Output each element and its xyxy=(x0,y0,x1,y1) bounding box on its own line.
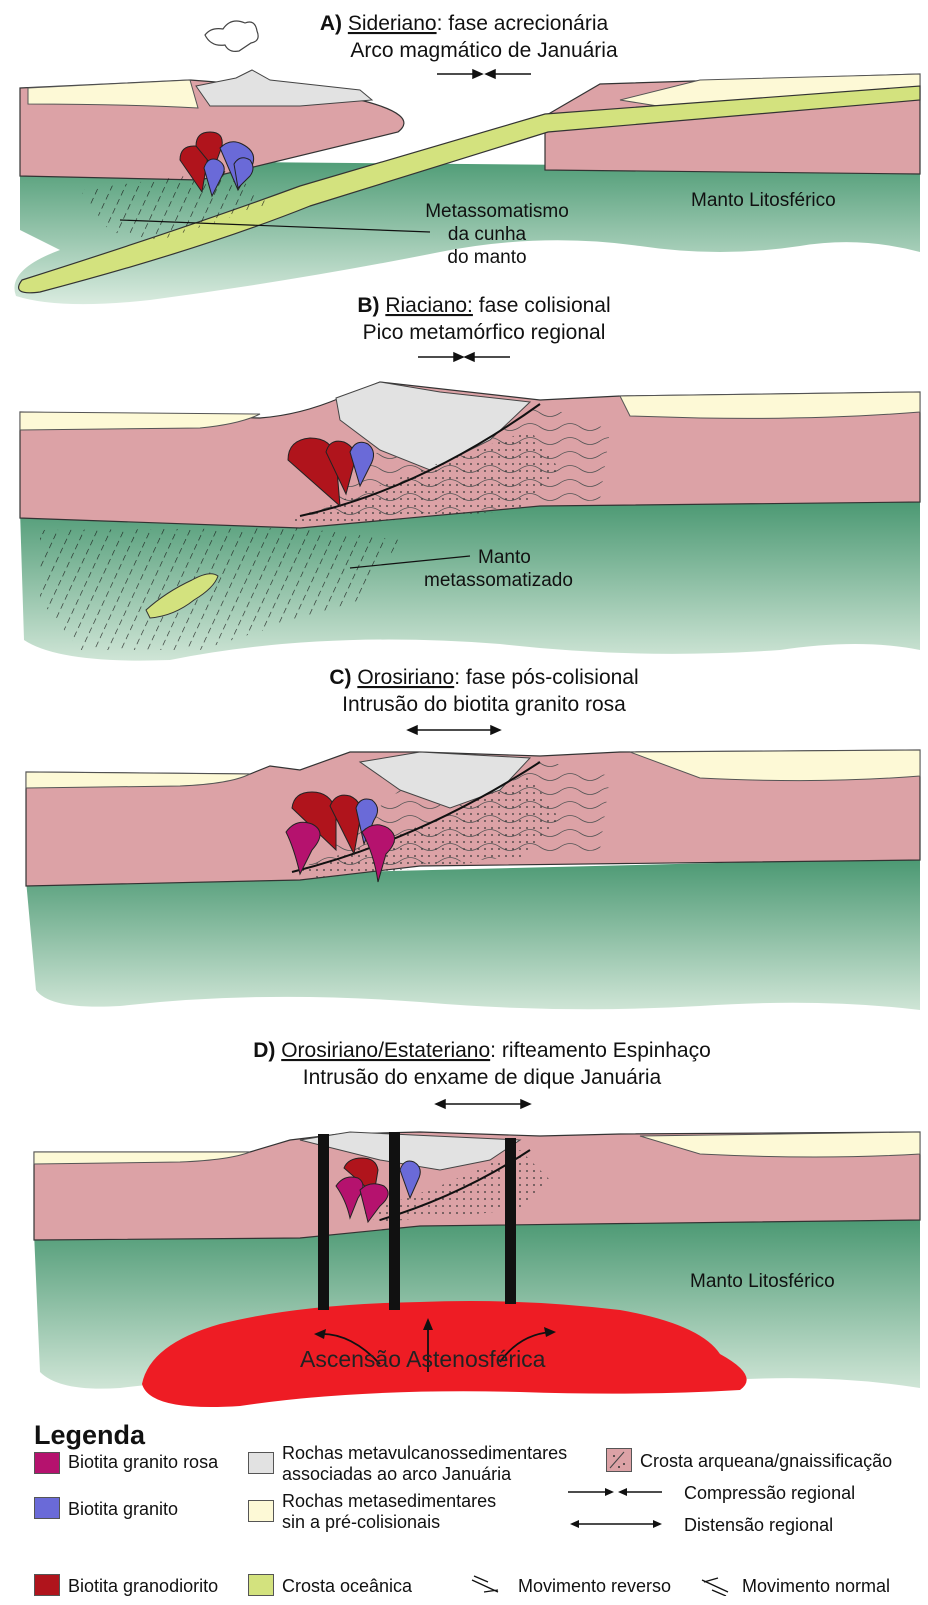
compression-arrows-a xyxy=(437,70,531,78)
legend-extension: Distensão regional xyxy=(684,1515,833,1535)
legend-pink-granite: Biotita granito rosa xyxy=(68,1452,218,1472)
reverse-fault-icon xyxy=(470,1574,502,1596)
swatch-granodiorite xyxy=(34,1574,60,1596)
panel-b-subtitle: Pico metamórfico regional xyxy=(363,321,606,344)
panel-a: A) Sideriano: fase acrecionária Arco mag… xyxy=(14,12,920,304)
label-metassomatismo-2: da cunha xyxy=(448,224,527,245)
legend-granodiorite: Biotita granodiorito xyxy=(68,1576,218,1596)
swatch-metavolc xyxy=(248,1452,274,1474)
swatch-archean-crust xyxy=(606,1448,632,1472)
label-metassomatismo-3: do manto xyxy=(447,247,526,268)
panel-a-title: A) Sideriano: fase acrecionária xyxy=(320,12,609,35)
label-manto-b-2: metassomatizado xyxy=(424,570,573,591)
volcanic-cloud xyxy=(205,21,258,51)
metasediment-b-right xyxy=(620,392,920,418)
swatch-metasediment xyxy=(248,1500,274,1522)
extension-icon xyxy=(566,1516,666,1532)
legend-granite: Biotita granito xyxy=(68,1499,178,1519)
legend-compression: Compressão regional xyxy=(684,1483,855,1503)
legend-reverse: Movimento reverso xyxy=(518,1576,671,1596)
legend-metasediment-1: Rochas metasedimentares xyxy=(282,1491,496,1511)
panel-d-title: D) Orosiriano/Estateriano: rifteamento E… xyxy=(253,1039,711,1062)
legend-title: Legenda xyxy=(34,1420,145,1451)
arc-volcanic-a xyxy=(196,70,372,106)
legend-archean-crust: Crosta arqueana/gnaissificação xyxy=(640,1451,892,1471)
legend-metavolc-1: Rochas metavulcanossedimentares xyxy=(282,1443,567,1463)
normal-fault-icon xyxy=(700,1574,732,1596)
legend-normal: Movimento normal xyxy=(742,1576,890,1596)
compression-icon xyxy=(566,1484,666,1500)
swatch-pink-granite xyxy=(34,1452,60,1474)
panel-b-title: B) Riaciano: fase colisional xyxy=(357,294,610,317)
panel-d: D) Orosiriano/Estateriano: rifteamento E… xyxy=(34,1039,920,1407)
label-manto-d: Manto Litosférico xyxy=(690,1271,835,1292)
label-astenosfera: Ascensão Astenosférica xyxy=(300,1346,546,1372)
label-manto-b-1: Manto xyxy=(478,547,531,568)
extension-arrow-c xyxy=(408,726,500,734)
panel-c: C) Orosiriano: fase pós-colisional Intru… xyxy=(26,666,920,1010)
panel-c-subtitle: Intrusão do biotita granito rosa xyxy=(342,693,626,716)
extension-arrow-d xyxy=(436,1100,530,1108)
legend-oceanic: Crosta oceânica xyxy=(282,1576,412,1596)
swatch-granite xyxy=(34,1497,60,1519)
panel-b: B) Riaciano: fase colisional Pico metamó… xyxy=(20,294,920,661)
panel-c-title: C) Orosiriano: fase pós-colisional xyxy=(329,666,638,689)
panel-a-subtitle: Arco magmático de Januária xyxy=(350,39,618,62)
swatch-oceanic xyxy=(248,1574,274,1596)
metasediment-a-left xyxy=(28,80,198,108)
legend-metavolc-2: associadas ao arco Januária xyxy=(282,1464,511,1484)
panel-d-subtitle: Intrusão do enxame de dique Januária xyxy=(303,1066,662,1089)
legend-metasediment-2: sin a pré-colisionais xyxy=(282,1512,440,1532)
label-metassomatismo-1: Metassomatismo xyxy=(425,201,569,222)
compression-arrows-b xyxy=(418,353,510,361)
label-manto-a: Manto Litosférico xyxy=(691,190,836,211)
